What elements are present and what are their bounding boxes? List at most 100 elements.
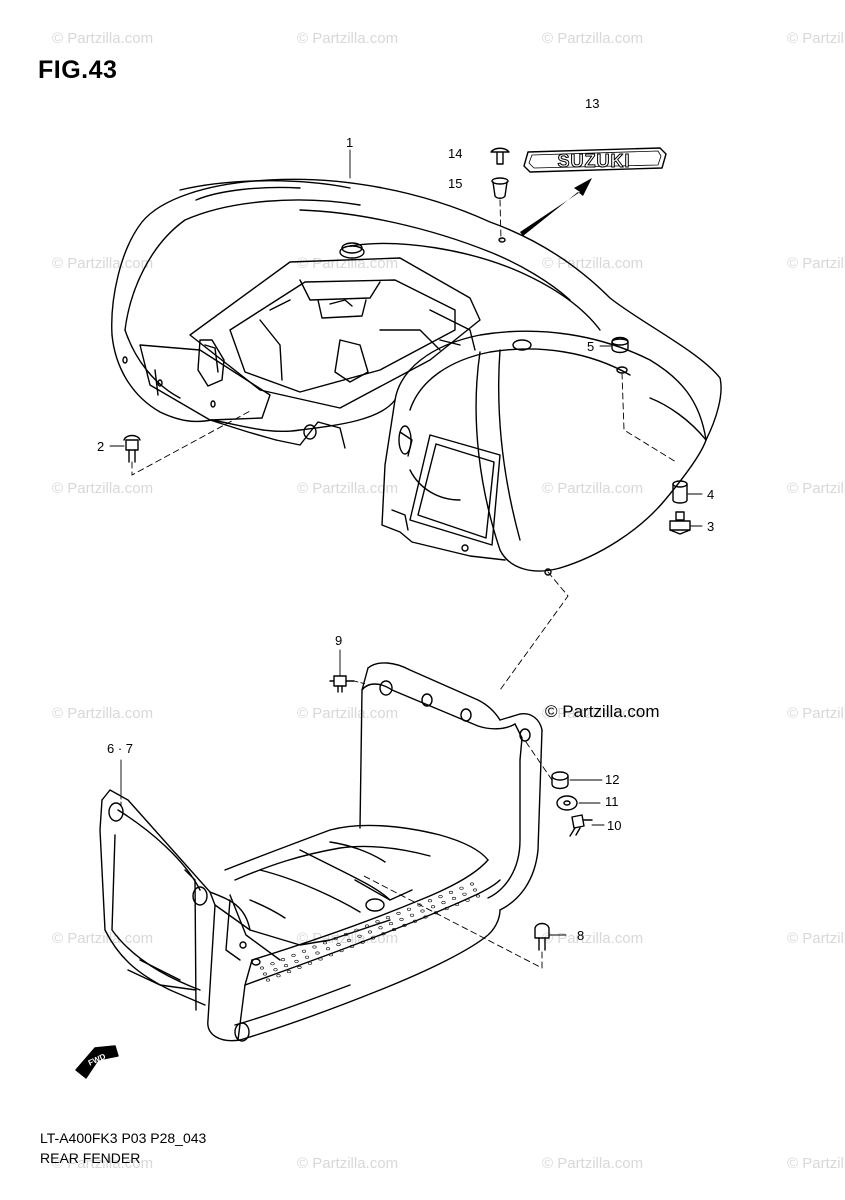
watermark-text: © Partzilla.com (52, 255, 154, 272)
perforation-hole (459, 886, 464, 890)
callout-3[interactable]: 3 (707, 519, 715, 534)
perforation-hole (322, 941, 328, 945)
perforation-hole (325, 947, 331, 951)
callout-6-7[interactable]: 6 · 7 (107, 741, 134, 756)
clip-part-9[interactable] (329, 675, 355, 693)
perforation-hole (312, 945, 317, 949)
perforation-hole (469, 882, 475, 886)
perforation-hole (406, 907, 412, 911)
perforation-hole (307, 961, 313, 965)
callout-4[interactable]: 4 (707, 487, 715, 502)
perforation-hole (336, 943, 341, 947)
watermark-text: © Partzilla.com (52, 705, 154, 722)
screw-part-14[interactable] (490, 147, 510, 165)
watermark-text: © Partzilla.com (542, 930, 644, 947)
washer-part-11[interactable] (556, 795, 578, 811)
perforation-hole (475, 894, 481, 898)
perforation-hole (294, 959, 299, 963)
perforation-pattern (259, 882, 481, 982)
perforation-hole (315, 951, 320, 955)
perforation-hole (265, 978, 271, 982)
grommet-part-15[interactable] (491, 177, 509, 199)
watermark-text: © Partzilla.com (542, 30, 644, 47)
watermark-text: © Partzilla.com (787, 30, 845, 47)
diagram-code: LT-A400FK3 P03 P28_043 (40, 1130, 207, 1146)
perforation-hole (291, 953, 296, 957)
perforation-hole (417, 903, 422, 907)
perforation-hole (472, 888, 478, 892)
perforation-hole (444, 907, 449, 911)
callout-2[interactable]: 2 (97, 439, 105, 454)
watermark-text: © Partzilla.com (297, 480, 399, 497)
perforation-hole (396, 911, 401, 915)
callout-12[interactable]: 12 (605, 772, 620, 787)
watermark-text: © Partzilla.com (542, 480, 644, 497)
figure-title: FIG.43 (38, 56, 118, 84)
perforation-hole (346, 938, 352, 942)
perforation-hole (427, 899, 433, 903)
watermark-text: © Partzilla.com (297, 930, 399, 947)
perforation-hole (339, 949, 344, 953)
bolt-part-3[interactable] (669, 511, 691, 535)
callout-11[interactable]: 11 (605, 794, 619, 809)
perforation-hole (420, 909, 425, 913)
collar-part-4[interactable] (672, 480, 688, 504)
callout-13[interactable]: 13 (585, 96, 600, 111)
perforation-hole (391, 928, 397, 932)
callout-9[interactable]: 9 (335, 633, 343, 648)
watermark-text: © Partzilla.com (787, 480, 845, 497)
perforation-hole (381, 932, 386, 936)
perforation-hole (441, 901, 446, 905)
perforation-hole (465, 898, 470, 902)
watermark-text: © Partzilla.com (542, 255, 644, 272)
perforation-hole (343, 932, 349, 936)
callout-1[interactable]: 1 (346, 135, 354, 150)
perforation-hole (423, 915, 428, 919)
watermark-text: © Partzilla.com (542, 705, 644, 722)
emblem-text: SUZUKI (558, 151, 631, 171)
watermark-text: © Partzilla.com (297, 30, 399, 47)
perforation-hole (385, 916, 391, 920)
watermark-text: © Partzilla.com (52, 480, 154, 497)
bolt-part-8[interactable] (534, 922, 550, 951)
suzuki-emblem-part[interactable]: SUZUKI (523, 147, 667, 173)
perforation-hole (286, 970, 292, 974)
nut-part-5[interactable] (611, 336, 629, 354)
perforation-hole (438, 895, 443, 899)
callout-14[interactable]: 14 (448, 146, 463, 161)
perforation-hole (399, 917, 404, 921)
footrest-guard-part[interactable] (99, 662, 543, 1042)
perforation-hole (333, 937, 338, 941)
perforation-hole (367, 930, 373, 934)
perforation-hole (448, 890, 454, 894)
callout-5[interactable]: 5 (587, 339, 595, 354)
perforation-hole (364, 924, 370, 928)
perforation-hole (454, 902, 460, 906)
perforation-hole (409, 913, 415, 917)
callout-10[interactable]: 10 (607, 818, 622, 833)
perforation-hole (402, 923, 407, 927)
perforation-hole (433, 911, 439, 915)
watermark-text: © Partzilla.com (52, 1155, 154, 1172)
perforation-hole (280, 958, 286, 962)
nut-part-12[interactable] (551, 771, 569, 790)
watermark-text: © Partzilla.com (787, 705, 845, 722)
perforation-hole (412, 919, 418, 923)
rear-fender-part[interactable] (111, 178, 722, 576)
watermark-text: © Partzilla.com (787, 1155, 845, 1172)
bolt-part-2[interactable] (123, 434, 141, 463)
perforation-hole (375, 920, 380, 924)
callout-15[interactable]: 15 (448, 176, 463, 191)
callout-8[interactable]: 8 (577, 928, 585, 943)
watermark-text: © Partzilla.com (52, 30, 154, 47)
perforation-hole (354, 928, 359, 932)
bolt-part-10[interactable] (569, 814, 593, 837)
perforation-hole (328, 953, 334, 957)
perforation-hole (370, 936, 376, 940)
perforation-hole (304, 955, 310, 959)
perforation-hole (297, 965, 302, 969)
watermark-text: © Partzilla.com (787, 930, 845, 947)
diagram-name: REAR FENDER (40, 1150, 141, 1166)
